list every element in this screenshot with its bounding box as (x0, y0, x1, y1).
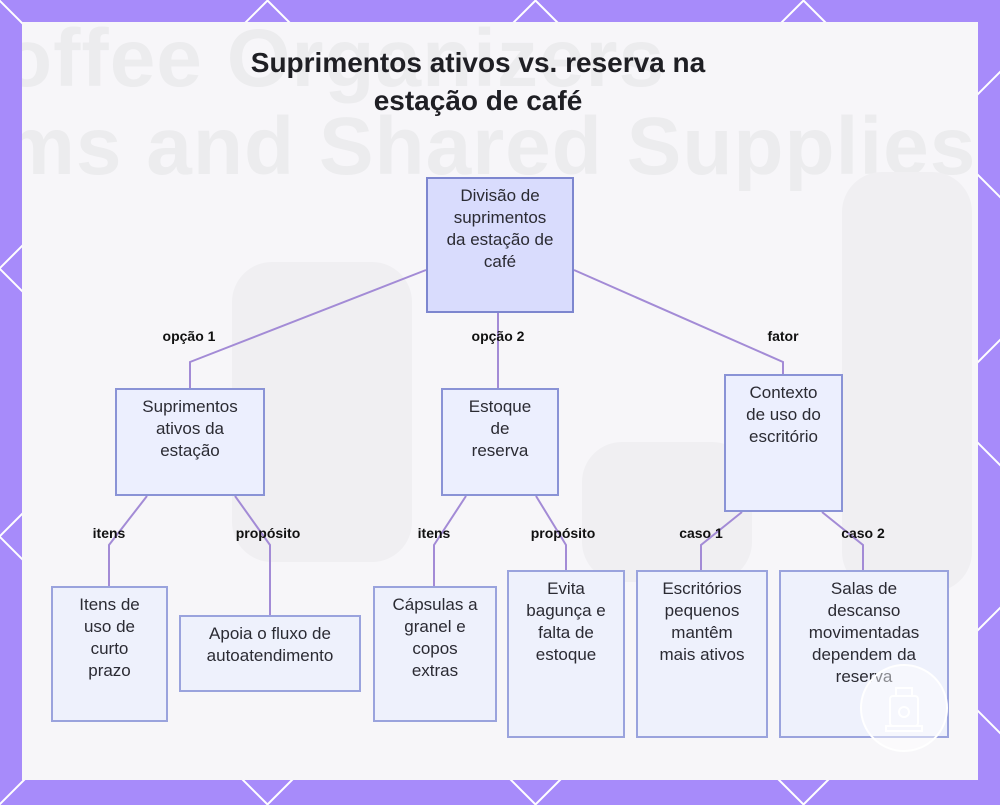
edge-label-case-1: caso 1 (679, 525, 723, 541)
edge-root-to-context (574, 270, 783, 374)
edge-label-purpose-active: propósito (236, 525, 301, 541)
edge-label-option-1: opção 1 (163, 328, 216, 344)
node-root: Divisão de suprimentos da estação de caf… (426, 177, 574, 313)
edge-root-to-active (190, 270, 426, 388)
node-reserve-purpose: Evita bagunça e falta de estoque (507, 570, 625, 738)
edge-label-option-2: opção 2 (472, 328, 525, 344)
edge-reserve-to-items (434, 496, 466, 586)
node-reserve-items: Cápsulas a granel e copos extras (373, 586, 497, 722)
node-reserve-stock: Estoque de reserva (441, 388, 559, 496)
coffee-machine-icon-graphic (862, 666, 946, 750)
edge-active-to-items (109, 496, 147, 586)
node-active-supplies: Suprimentos ativos da estação (115, 388, 265, 496)
edge-context-to-case-1 (701, 512, 742, 570)
node-active-purpose: Apoia o fluxo de autoatendimento (179, 615, 361, 692)
node-active-items: Itens de uso de curto prazo (51, 586, 168, 722)
edge-label-factor: fator (767, 328, 798, 344)
edge-label-items-active: itens (93, 525, 126, 541)
node-case-small-offices: Escritórios pequenos mantêm mais ativos (636, 570, 768, 738)
edge-active-to-purpose (235, 496, 270, 615)
node-office-context: Contexto de uso do escritório (724, 374, 843, 512)
edge-label-items-reserve: itens (418, 525, 451, 541)
edge-context-to-case-2 (822, 512, 863, 570)
coffee-machine-icon (860, 664, 948, 752)
edge-label-purpose-reserve: propósito (531, 525, 596, 541)
edge-label-case-2: caso 2 (841, 525, 885, 541)
